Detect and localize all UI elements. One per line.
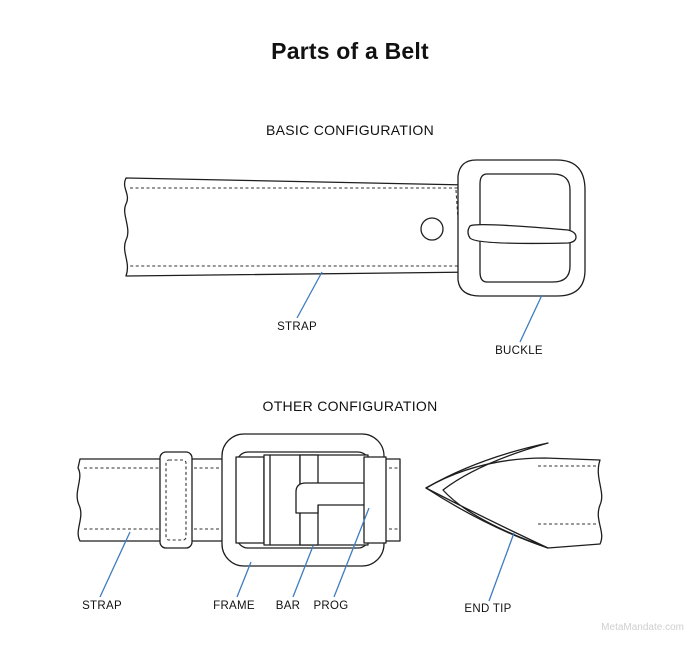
label-basic-strap: STRAP — [277, 321, 317, 333]
end-tip-leader — [488, 532, 515, 602]
other-strap-leader — [99, 531, 131, 598]
basic-buckle — [457, 159, 586, 297]
label-end-tip: END TIP — [464, 603, 512, 615]
watermark: MetaMandate.com — [601, 622, 684, 633]
buckle-prog — [295, 456, 387, 544]
label-frame: FRAME — [213, 600, 255, 612]
section-heading-basic: BASIC CONFIGURATION — [265, 122, 434, 138]
prog-leader — [333, 507, 370, 598]
belt-loop — [159, 451, 193, 549]
belt-hole — [420, 217, 444, 241]
page-title: Parts of a Belt — [271, 38, 429, 64]
label-other-strap: STRAP — [82, 600, 122, 612]
bar-leader — [292, 545, 314, 598]
label-prog: PROG — [313, 600, 349, 612]
basic-strap-leader — [296, 271, 323, 319]
end-tip — [425, 442, 603, 549]
section-heading-other: OTHER CONFIGURATION — [262, 398, 438, 414]
basic-prong — [467, 224, 577, 245]
label-basic-buckle: BUCKLE — [495, 345, 543, 357]
basic-strap — [123, 177, 479, 277]
basic-buckle-leader — [519, 294, 543, 343]
label-bar: BAR — [275, 600, 301, 612]
frame-leader — [236, 561, 252, 598]
